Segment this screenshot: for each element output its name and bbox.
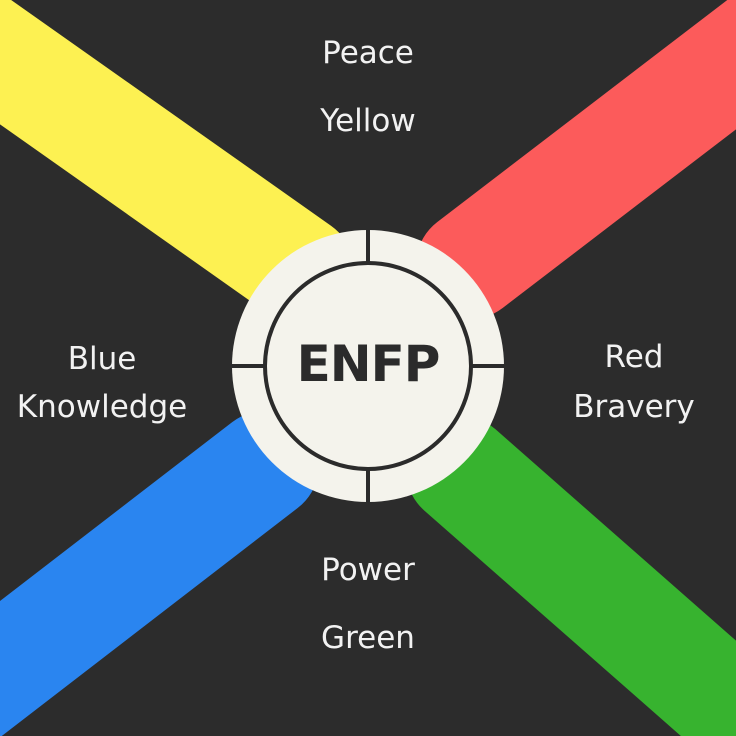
bottom-label-line2: Green xyxy=(321,620,415,656)
right-label-line2: Bravery xyxy=(573,389,695,425)
green-band xyxy=(406,416,736,736)
blue-band xyxy=(0,411,319,736)
center-label: ENFP xyxy=(296,335,441,393)
left-label-line1: Blue xyxy=(67,341,137,377)
bottom-label-line1: Power xyxy=(321,552,415,588)
top-label-line2: Yellow xyxy=(320,103,416,139)
center-disc xyxy=(232,230,504,502)
red-band xyxy=(416,0,736,319)
yellow-band xyxy=(0,0,354,324)
left-label-line2: Knowledge xyxy=(16,389,188,425)
right-label-line1: Red xyxy=(604,339,664,375)
top-label-line1: Peace xyxy=(322,35,414,71)
